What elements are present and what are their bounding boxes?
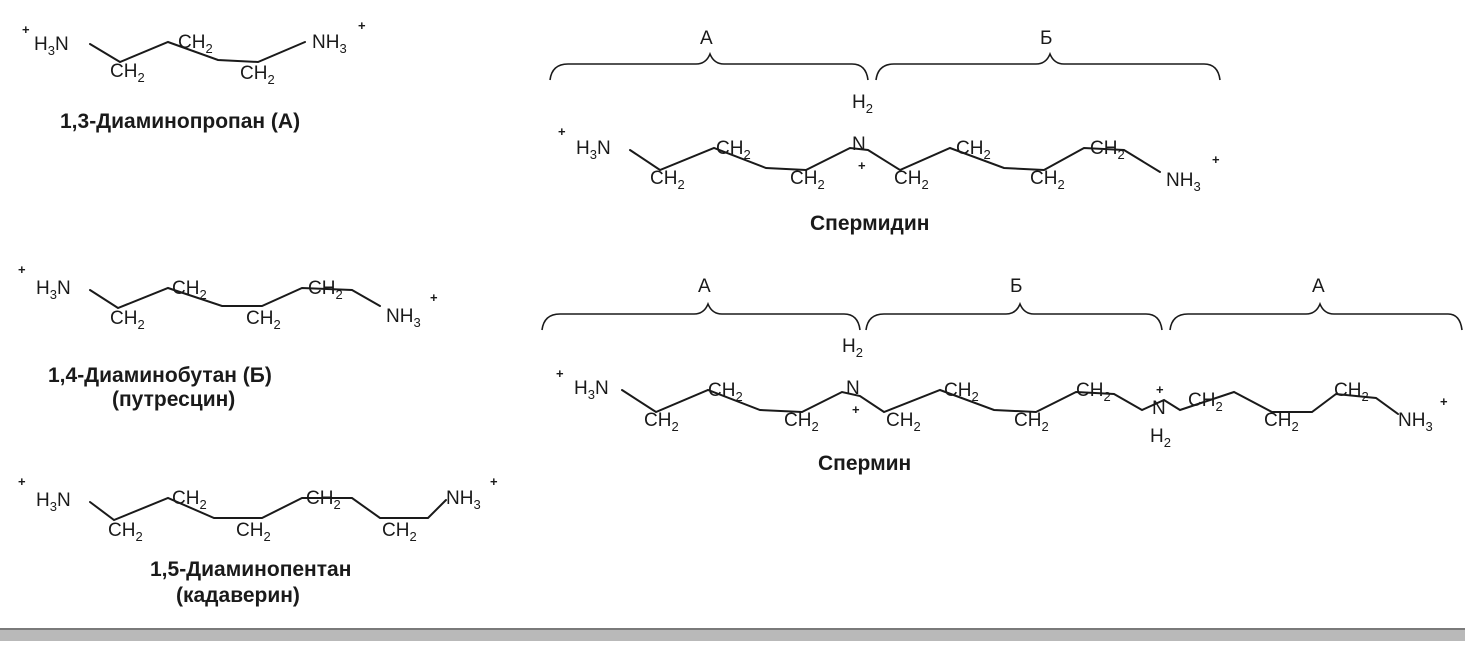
methylene-group: CH2 xyxy=(716,138,751,162)
methylene-group: CH2 xyxy=(708,380,743,404)
left-amino-group: H3N xyxy=(576,138,611,162)
carbon-chain-bonds xyxy=(629,146,1161,173)
methylene-group: CH2 xyxy=(1030,168,1065,192)
methylene-group: CH2 xyxy=(236,520,271,544)
right-amino-group: NH3 xyxy=(1166,170,1201,194)
methylene-group: CH2 xyxy=(956,138,991,162)
methylene-group: CH2 xyxy=(172,278,207,302)
charge-sign: + xyxy=(18,262,26,277)
charge-sign: + xyxy=(490,474,498,489)
left-amino-group: H3N xyxy=(36,490,71,514)
segment-label-a: А xyxy=(700,28,713,49)
left-amino-group: H3N xyxy=(36,278,71,302)
page-bottom-border xyxy=(0,628,1465,641)
diaminobutane-structure: + H3N CH2 CH2 CH2 CH2 NH3 + 1,4-Диаминоб… xyxy=(18,262,438,411)
charge-sign: + xyxy=(558,124,566,139)
segment-brace-a xyxy=(1169,301,1463,331)
compound-name: 1,4-Диаминобутан (Б) xyxy=(48,364,272,387)
methylene-group: CH2 xyxy=(1264,410,1299,434)
methylene-group: CH2 xyxy=(178,32,213,56)
compound-alt-name: (кадаверин) xyxy=(176,584,300,607)
left-amino-group: H3N xyxy=(34,34,69,58)
diaminopropane-structure: + H3N CH2 CH2 CH2 NH3 + 1,3-Диаминопропа… xyxy=(22,18,366,133)
methylene-group: CH2 xyxy=(894,168,929,192)
segment-label-b: Б xyxy=(1040,28,1052,49)
methylene-group: CH2 xyxy=(110,308,145,332)
methylene-group: CH2 xyxy=(790,168,825,192)
compound-name: Спермин xyxy=(818,452,911,475)
bridge-nitrogen: N xyxy=(852,134,866,155)
methylene-group: CH2 xyxy=(1334,380,1369,404)
methylene-group: CH2 xyxy=(306,488,341,512)
diaminopentane-structure: + H3N CH2 CH2 CH2 CH2 CH2 NH3 + 1,5-Диам… xyxy=(18,474,498,607)
right-amino-group: NH3 xyxy=(446,488,481,512)
methylene-group: CH2 xyxy=(650,168,685,192)
segment-brace-a xyxy=(549,51,869,81)
segment-brace-a xyxy=(541,301,861,331)
methylene-group: CH2 xyxy=(886,410,921,434)
left-amino-group: H3N xyxy=(574,378,609,402)
methylene-group: CH2 xyxy=(1014,410,1049,434)
carbon-chain-bonds xyxy=(621,388,1399,415)
bridge-hydrogens: H2 xyxy=(842,336,863,360)
charge-sign: + xyxy=(18,474,26,489)
bridge-nitrogen: N xyxy=(1152,398,1166,419)
charge-sign: + xyxy=(1212,152,1220,167)
carbon-chain-bonds xyxy=(89,40,306,64)
charge-sign: + xyxy=(358,18,366,33)
methylene-group: CH2 xyxy=(784,410,819,434)
right-amino-group: NH3 xyxy=(312,32,347,56)
compound-name: Спермидин xyxy=(810,212,929,235)
methylene-group: CH2 xyxy=(944,380,979,404)
segment-brace-b xyxy=(865,301,1163,331)
charge-sign: + xyxy=(556,366,564,381)
charge-sign: + xyxy=(22,22,30,37)
segment-label-a: А xyxy=(1312,276,1325,297)
charge-sign: + xyxy=(852,402,860,417)
methylene-group: CH2 xyxy=(110,61,145,85)
carbon-chain-bonds xyxy=(89,286,381,310)
methylene-group: CH2 xyxy=(1188,390,1223,414)
methylene-group: CH2 xyxy=(1076,380,1111,404)
compound-name: 1,5-Диаминопентан xyxy=(150,558,351,581)
charge-sign: + xyxy=(1440,394,1448,409)
bridge-hydrogens: H2 xyxy=(852,92,873,116)
bridge-nitrogen: N xyxy=(846,378,860,399)
methylene-group: CH2 xyxy=(308,278,343,302)
methylene-group: CH2 xyxy=(382,520,417,544)
methylene-group: CH2 xyxy=(108,520,143,544)
segment-label-b: Б xyxy=(1010,276,1022,297)
charge-sign: + xyxy=(858,158,866,173)
right-amino-group: NH3 xyxy=(1398,410,1433,434)
methylene-group: CH2 xyxy=(644,410,679,434)
methylene-group: CH2 xyxy=(1090,138,1125,162)
segment-label-a: А xyxy=(698,276,711,297)
charge-sign: + xyxy=(430,290,438,305)
spermine-structure: А Б А H2 + H3N CH2 CH2 CH2 N + CH2 CH2 C… xyxy=(541,276,1463,475)
bridge-hydrogens: H2 xyxy=(1150,426,1171,450)
compound-alt-name: (путресцин) xyxy=(112,388,235,411)
right-amino-group: NH3 xyxy=(386,306,421,330)
spermidine-structure: А Б H2 + H3N CH2 CH2 CH2 N + CH2 CH2 CH2… xyxy=(549,28,1221,235)
methylene-group: CH2 xyxy=(246,308,281,332)
charge-sign: + xyxy=(1156,382,1164,397)
methylene-group: CH2 xyxy=(172,488,207,512)
page-bottom-border-line xyxy=(0,628,1465,630)
compound-name: 1,3-Диаминопропан (А) xyxy=(60,110,300,133)
segment-brace-b xyxy=(875,51,1221,81)
methylene-group: CH2 xyxy=(240,63,275,87)
carbon-chain-bonds xyxy=(89,496,447,522)
